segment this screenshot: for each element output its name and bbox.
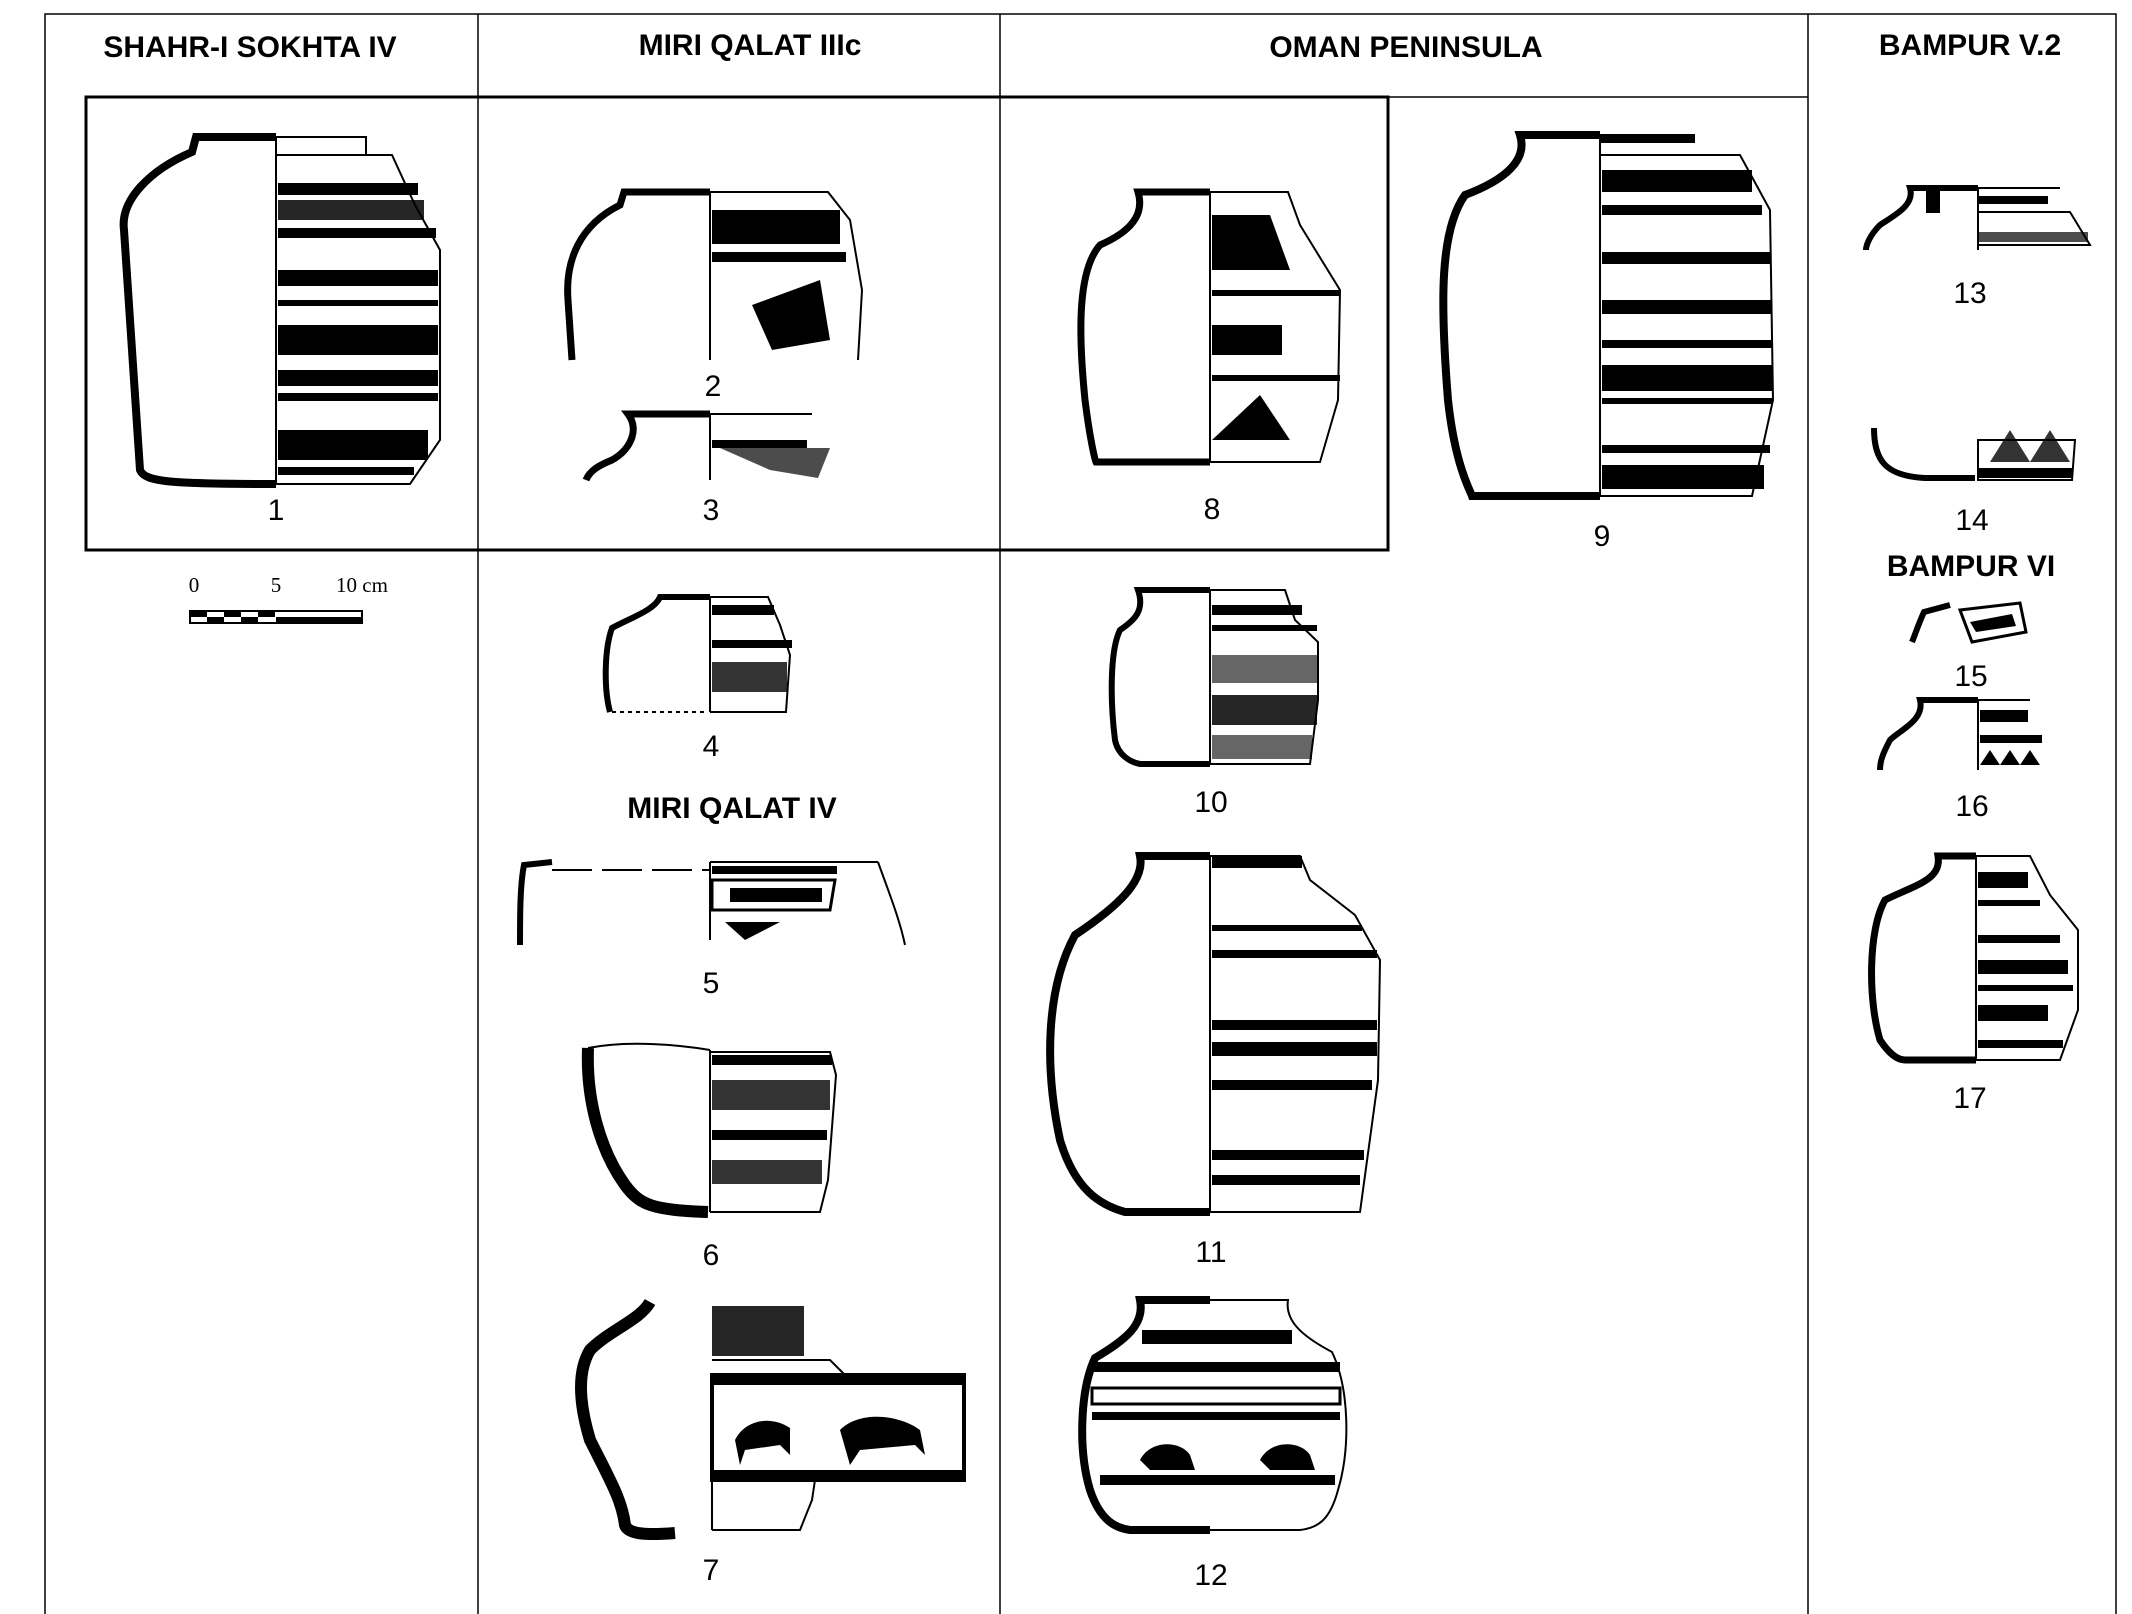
heading-miri-qalat-iv: MIRI QALAT IV — [627, 792, 836, 825]
figure-number-13: 13 — [1953, 277, 1986, 310]
heading-bampur-vi: BAMPUR VI — [1887, 550, 2055, 583]
heading-bampur-v2: BAMPUR V.2 — [1879, 29, 2061, 62]
figure-number-4: 4 — [703, 730, 720, 763]
figure-number-14: 14 — [1955, 504, 1988, 537]
vessel-4-drawing — [602, 594, 792, 713]
figure-number-2: 2 — [705, 370, 722, 403]
vessel-17-drawing — [1868, 852, 2079, 1064]
figure-number-1: 1 — [268, 494, 285, 527]
heading-miri-qalat-iiic: MIRI QALAT IIIc — [639, 29, 862, 62]
vessel-3-drawing — [582, 410, 830, 482]
vessel-13-drawing — [1863, 185, 2092, 251]
figure-number-11: 11 — [1195, 1236, 1226, 1269]
table-grid — [44, 13, 2117, 1614]
figure-number-6: 6 — [703, 1239, 720, 1272]
figure-number-17: 17 — [1953, 1082, 1986, 1115]
vessel-16-drawing — [1877, 697, 2042, 771]
figure-number-7: 7 — [703, 1554, 720, 1587]
vessel-2-drawing — [564, 188, 864, 361]
scale-label-0: 0 — [189, 573, 200, 597]
vessel-12-drawing — [1078, 1296, 1348, 1534]
figure-numbers: 1 2 3 4 5 6 7 8 9 10 11 12 13 14 15 16 1… — [268, 277, 1989, 1592]
figure-number-16: 16 — [1955, 790, 1988, 823]
vessel-8-drawing — [1077, 188, 1342, 466]
vessel-7-drawing — [575, 1298, 966, 1540]
scale-label-10cm: 10 cm — [336, 573, 388, 597]
figure-number-8: 8 — [1204, 493, 1221, 526]
assemblage-frame — [84, 95, 1390, 552]
figure-number-9: 9 — [1594, 520, 1611, 553]
scale-label-5: 5 — [271, 573, 282, 597]
vessel-11-drawing — [1046, 852, 1382, 1216]
heading-shahr-i-sokhta: SHAHR-I SOKHTA IV — [103, 31, 396, 64]
vessel-1-drawing — [119, 133, 441, 488]
vessel-14-drawing — [1871, 427, 2077, 481]
figure-number-15: 15 — [1954, 660, 1987, 693]
vessel-15-drawing — [1909, 601, 2028, 644]
figure-number-3: 3 — [703, 494, 720, 527]
figure-number-12: 12 — [1194, 1559, 1227, 1592]
vessel-6-drawing — [581, 1042, 838, 1218]
scale-bar: 0 5 10 cm — [189, 573, 388, 624]
vessel-5-drawing — [517, 859, 906, 946]
figure-number-10: 10 — [1194, 786, 1227, 819]
heading-oman-peninsula: OMAN PENINSULA — [1269, 31, 1542, 64]
figure-number-5: 5 — [703, 967, 720, 1000]
vessel-10-drawing — [1108, 587, 1319, 767]
vessel-9-drawing — [1439, 131, 1775, 500]
